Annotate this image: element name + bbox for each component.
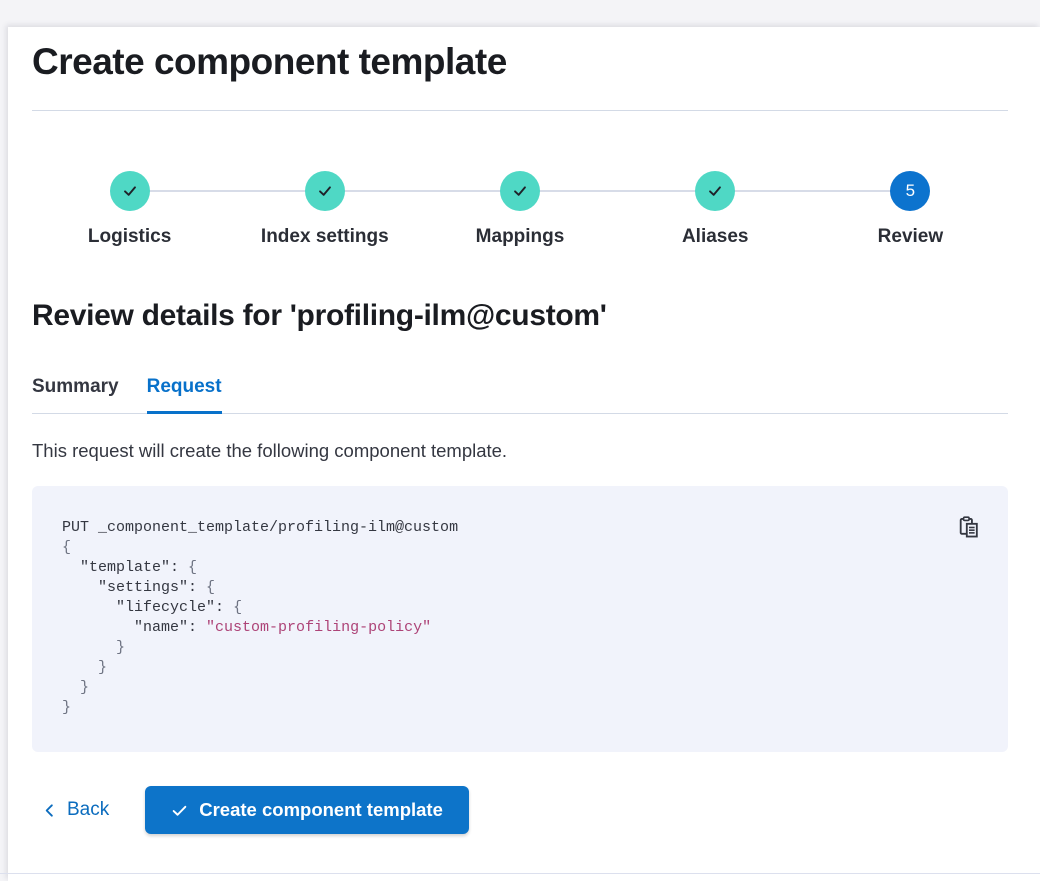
create-button-label: Create component template <box>199 799 443 821</box>
step-label: Index settings <box>260 226 389 248</box>
step-mappings[interactable]: Mappings <box>422 171 617 248</box>
step-check-icon <box>500 171 540 212</box>
request-code-block: PUT _component_template/profiling-ilm@cu… <box>32 486 1008 753</box>
step-logistics[interactable]: Logistics <box>32 171 227 248</box>
step-label: Logistics <box>87 226 172 248</box>
step-check-icon <box>109 171 150 212</box>
chevron-left-icon <box>45 804 53 817</box>
review-heading: Review details for 'profiling-ilm@custom… <box>32 299 607 333</box>
back-button[interactable]: Back <box>32 799 119 821</box>
bottom-divider <box>0 873 1040 874</box>
step-label: Mappings <box>475 226 565 248</box>
step-aliases[interactable]: Aliases <box>618 171 813 248</box>
clipboard-icon-glyph <box>959 516 978 538</box>
create-template-panel: Create component template Logistics Index… <box>8 27 1040 881</box>
request-description: This request will create the following c… <box>32 440 508 462</box>
step-label: Aliases <box>681 226 749 248</box>
review-tabs: Summary Request <box>32 376 1008 415</box>
step-number: 5 <box>890 171 931 212</box>
create-component-template-button[interactable]: Create component template <box>145 786 469 835</box>
page-title: Create component template <box>32 41 507 82</box>
copy-clipboard-icon[interactable] <box>958 516 980 538</box>
title-divider <box>32 110 1008 112</box>
step-check-icon <box>304 171 345 212</box>
step-index-settings[interactable]: Index settings <box>227 171 422 248</box>
tab-request[interactable]: Request <box>146 376 222 415</box>
step-label: Review <box>877 226 944 248</box>
code-content: PUT _component_template/profiling-ilm@cu… <box>62 519 459 717</box>
step-check-icon <box>695 171 736 212</box>
wizard-footer: Back Create component template <box>32 786 1008 835</box>
check-icon <box>172 805 187 816</box>
tab-summary[interactable]: Summary <box>32 376 119 414</box>
back-button-label: Back <box>67 799 110 821</box>
